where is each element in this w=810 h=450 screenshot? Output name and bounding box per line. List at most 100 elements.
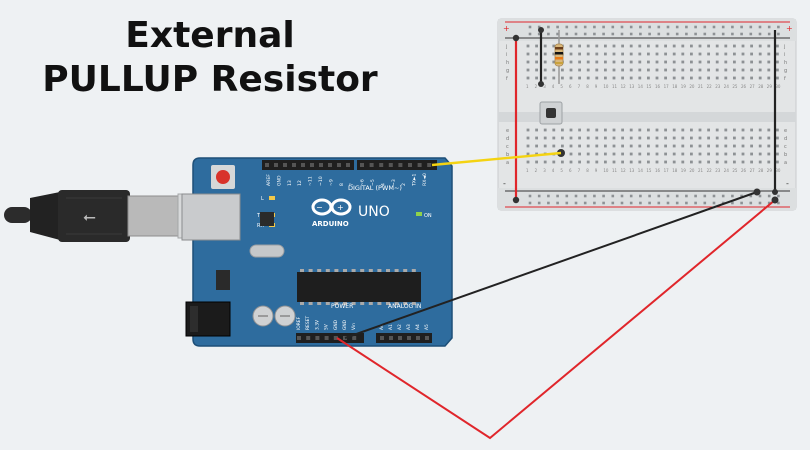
breadboard-hole bbox=[612, 52, 616, 56]
breadboard-hole bbox=[629, 136, 633, 140]
breadboard-hole bbox=[724, 60, 728, 64]
rail-minus-label: - bbox=[503, 179, 506, 188]
breadboard-hole bbox=[681, 76, 685, 80]
column-number: 8 bbox=[586, 168, 589, 173]
breadboard-hole bbox=[569, 76, 573, 80]
breadboard-hole bbox=[655, 52, 659, 56]
rail-hole bbox=[694, 201, 697, 205]
rail-hole bbox=[629, 201, 633, 205]
title-line-2: PULLUP Resistor bbox=[42, 59, 378, 100]
rail-hole bbox=[547, 194, 550, 198]
breadboard-hole bbox=[604, 52, 607, 56]
breadboard-hole bbox=[543, 144, 547, 148]
breadboard-hole bbox=[526, 76, 530, 80]
center-channel bbox=[498, 112, 796, 122]
breadboard-hole bbox=[561, 136, 564, 140]
model-label: UNO bbox=[358, 204, 390, 220]
column-number: 10 bbox=[603, 84, 609, 89]
rail-hole bbox=[648, 201, 651, 205]
rail-hole bbox=[767, 194, 771, 198]
breadboard-hole bbox=[552, 76, 556, 80]
breadboard-hole bbox=[741, 128, 745, 132]
rail-hole bbox=[767, 201, 771, 205]
power-pin-label: 5V bbox=[324, 324, 330, 330]
rail-hole bbox=[740, 201, 743, 205]
rail-hole bbox=[777, 25, 780, 29]
breadboard-hole bbox=[672, 76, 676, 80]
breadboard-hole bbox=[724, 128, 728, 132]
top-power-rail bbox=[498, 19, 796, 41]
power-pin-label: RESET bbox=[305, 316, 311, 330]
breadboard-hole bbox=[586, 44, 590, 48]
breadboard-hole bbox=[715, 144, 719, 148]
rail-hole bbox=[556, 201, 559, 205]
breadboard-hole bbox=[595, 52, 599, 56]
rail-hole bbox=[602, 32, 605, 36]
row-letter: j bbox=[505, 44, 507, 50]
brand-label: ARDUINO bbox=[312, 220, 349, 228]
breadboard-hole bbox=[750, 44, 753, 48]
digital-header-right bbox=[357, 160, 437, 170]
column-number: 11 bbox=[612, 84, 618, 89]
column-number: 3 bbox=[543, 84, 546, 89]
breadboard-hole bbox=[672, 128, 676, 132]
breadboard-hole bbox=[655, 144, 659, 148]
breadboard-hole bbox=[715, 60, 719, 64]
column-number: 27 bbox=[750, 168, 756, 173]
column-number: 24 bbox=[724, 168, 730, 173]
breadboard-hole bbox=[690, 136, 693, 140]
breadboard-hole bbox=[741, 76, 745, 80]
atmega-chip bbox=[297, 272, 421, 302]
rail-hole bbox=[657, 201, 661, 205]
rail-hole bbox=[629, 25, 633, 29]
breadboard-hole bbox=[690, 152, 693, 156]
breadboard-hole bbox=[604, 60, 607, 64]
rail-hole bbox=[712, 201, 716, 205]
breadboard-hole bbox=[578, 128, 581, 132]
power-pin-label: 3.3V bbox=[314, 320, 320, 330]
breadboard-hole bbox=[733, 76, 736, 80]
breadboard-hole bbox=[776, 76, 779, 80]
breadboard-hole bbox=[578, 160, 581, 164]
rail-hole bbox=[574, 32, 578, 36]
rail-hole bbox=[685, 25, 688, 29]
column-number: 10 bbox=[603, 168, 609, 173]
breadboard-hole bbox=[767, 76, 771, 80]
breadboard-hole bbox=[715, 68, 719, 72]
rail-hole bbox=[565, 32, 569, 36]
rail-hole bbox=[694, 32, 697, 36]
breadboard-hole bbox=[758, 128, 762, 132]
breadboard-hole bbox=[741, 52, 745, 56]
breadboard-hole bbox=[741, 136, 745, 140]
pullup-resistor bbox=[554, 30, 564, 84]
breadboard-hole bbox=[578, 136, 581, 140]
breadboard-hole bbox=[655, 152, 659, 156]
rail-hole bbox=[537, 32, 541, 36]
column-number: 22 bbox=[707, 168, 713, 173]
breadboard-hole bbox=[741, 144, 745, 148]
breadboard-hole bbox=[621, 60, 624, 64]
breadboard-hole bbox=[698, 136, 702, 140]
wire-end bbox=[753, 188, 761, 196]
breadboard-hole bbox=[707, 60, 710, 64]
breadboard-hole bbox=[638, 152, 642, 156]
rail-hole bbox=[666, 201, 670, 205]
led-l bbox=[269, 196, 275, 200]
column-number: 29 bbox=[767, 84, 773, 89]
rail-hole bbox=[685, 32, 688, 36]
breadboard-hole bbox=[647, 60, 650, 64]
breadboard-hole bbox=[526, 144, 530, 148]
power-pin-label: GND bbox=[342, 319, 348, 330]
breadboard-hole bbox=[543, 68, 547, 72]
breadboard-hole bbox=[586, 68, 590, 72]
breadboard-hole bbox=[535, 68, 538, 72]
black-ground-wire bbox=[344, 191, 758, 339]
rail-hole bbox=[620, 194, 624, 198]
breadboard-hole bbox=[621, 76, 624, 80]
wire-end bbox=[538, 27, 544, 33]
rail-hole bbox=[574, 194, 578, 198]
column-number: 9 bbox=[595, 84, 598, 89]
